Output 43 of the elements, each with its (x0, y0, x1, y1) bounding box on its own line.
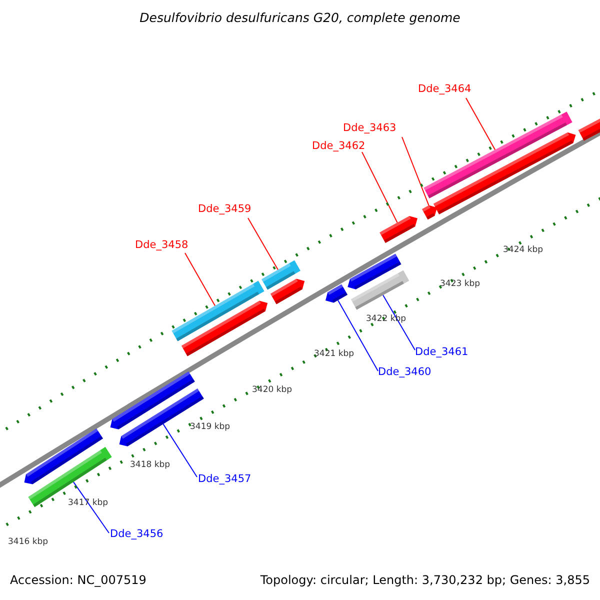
accession-text: Accession: NC_007519 (10, 574, 146, 588)
tick-label: 3424 kbp (503, 246, 544, 256)
gene-bar (578, 116, 600, 141)
gene-bar (422, 205, 438, 220)
tick-label: 3417 kbp (68, 499, 108, 508)
gene-label: Dde_3458 (135, 240, 188, 252)
genome-summary: Topology: circular; Length: 3,730,232 bp; Genes: 3,855 (260, 574, 590, 588)
leader-line (402, 136, 430, 206)
leader-line (72, 481, 110, 534)
tick-label: 3418 kbp (130, 461, 170, 470)
leader-line (162, 424, 198, 478)
gene-bar (262, 260, 300, 290)
leader-line (362, 152, 398, 224)
leader-line (382, 294, 416, 350)
gene-bar (172, 280, 264, 342)
gene-bar (181, 300, 268, 356)
gene-label: Dde_3456 (110, 529, 164, 541)
tick-label: 3423 kbp (440, 280, 480, 290)
leader-line (248, 218, 278, 270)
gene-label: Dde_3459 (198, 204, 252, 216)
gene-bar (433, 132, 576, 214)
gene-label: Dde_3464 (418, 84, 472, 96)
gene-bar (24, 428, 103, 484)
gene-bar (350, 270, 410, 310)
genome-title: Desulfovibrio desulfuricans G20, complete genome (138, 11, 462, 25)
gene-bar (348, 254, 402, 290)
gene-bar (270, 278, 305, 304)
leader-line (337, 300, 378, 372)
gene-label: Dde_3463 (343, 123, 396, 135)
leader-line (466, 98, 496, 150)
gene-label: Dde_3457 (198, 474, 252, 486)
gene-bar (325, 284, 348, 303)
gene-bar (28, 446, 112, 508)
leader-line (184, 252, 216, 306)
gene-bar (424, 112, 572, 198)
gene-label: Dde_3462 (312, 141, 366, 153)
tick-label: 3419 kbp (190, 423, 230, 432)
tick-label: 3420 kbp (252, 386, 292, 396)
gene-bar (380, 216, 418, 243)
gene-label: Dde_3461 (415, 347, 468, 359)
gene-label: Dde_3460 (378, 367, 432, 379)
tick-label: 3421 kbp (314, 350, 354, 360)
tick-label: 3416 kbp (8, 538, 48, 548)
